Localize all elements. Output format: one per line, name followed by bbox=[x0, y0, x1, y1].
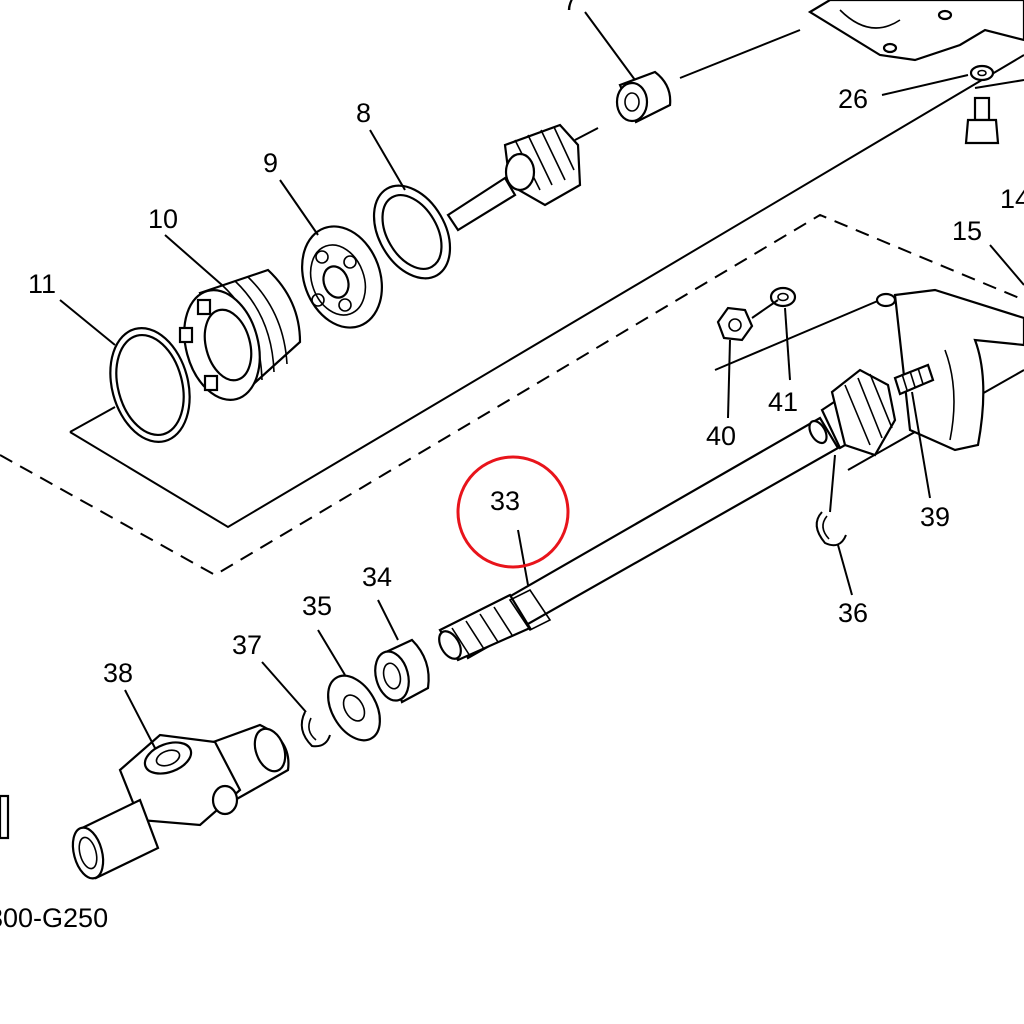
highlight-circle bbox=[456, 455, 570, 569]
drawing-code: 300-G250 bbox=[0, 903, 108, 933]
callout-14: 14 bbox=[1000, 184, 1024, 214]
bearing-7 bbox=[615, 70, 672, 124]
edge-symbol bbox=[0, 794, 10, 840]
stud-39 bbox=[893, 363, 935, 396]
callout-33: 33 bbox=[490, 486, 520, 516]
callout-40: 40 bbox=[706, 421, 736, 451]
upper-housing bbox=[807, 0, 1024, 62]
callout-7: 7 bbox=[563, 0, 578, 16]
callout-37: 37 bbox=[232, 630, 262, 660]
callout-41: 41 bbox=[768, 387, 798, 417]
input-shaft-33 bbox=[438, 368, 897, 662]
pinion-gear-shaft bbox=[446, 123, 582, 232]
callout-36: 36 bbox=[838, 598, 868, 628]
lower-housing bbox=[875, 288, 1024, 452]
callout-9: 9 bbox=[263, 148, 278, 178]
callout-35: 35 bbox=[302, 591, 332, 621]
snap-ring-36 bbox=[815, 511, 847, 547]
leader-lines bbox=[59, 11, 1024, 749]
callout-34: 34 bbox=[362, 562, 392, 592]
washer-35 bbox=[327, 674, 381, 742]
callout-8: 8 bbox=[356, 98, 371, 128]
callout-labels: 7 8 9 10 11 14 15 26 33 34 35 36 37 38 3… bbox=[28, 0, 1024, 688]
callout-26: 26 bbox=[838, 84, 868, 114]
piston-10 bbox=[178, 268, 302, 401]
callout-15: 15 bbox=[952, 216, 982, 246]
callout-11: 11 bbox=[28, 269, 56, 299]
callout-39: 39 bbox=[920, 502, 950, 532]
circlip-37 bbox=[300, 711, 331, 748]
o-ring-11 bbox=[109, 327, 191, 443]
ring-8 bbox=[372, 184, 452, 280]
callout-10: 10 bbox=[148, 204, 178, 234]
subassembly-dashed-outline bbox=[0, 213, 1024, 577]
seal-34 bbox=[374, 638, 430, 704]
nut-40 bbox=[716, 306, 754, 342]
callout-38: 38 bbox=[103, 658, 133, 688]
universal-joint-38 bbox=[71, 723, 290, 880]
bearing-9 bbox=[301, 225, 383, 329]
washer-and-bolt-26 bbox=[964, 64, 1000, 145]
